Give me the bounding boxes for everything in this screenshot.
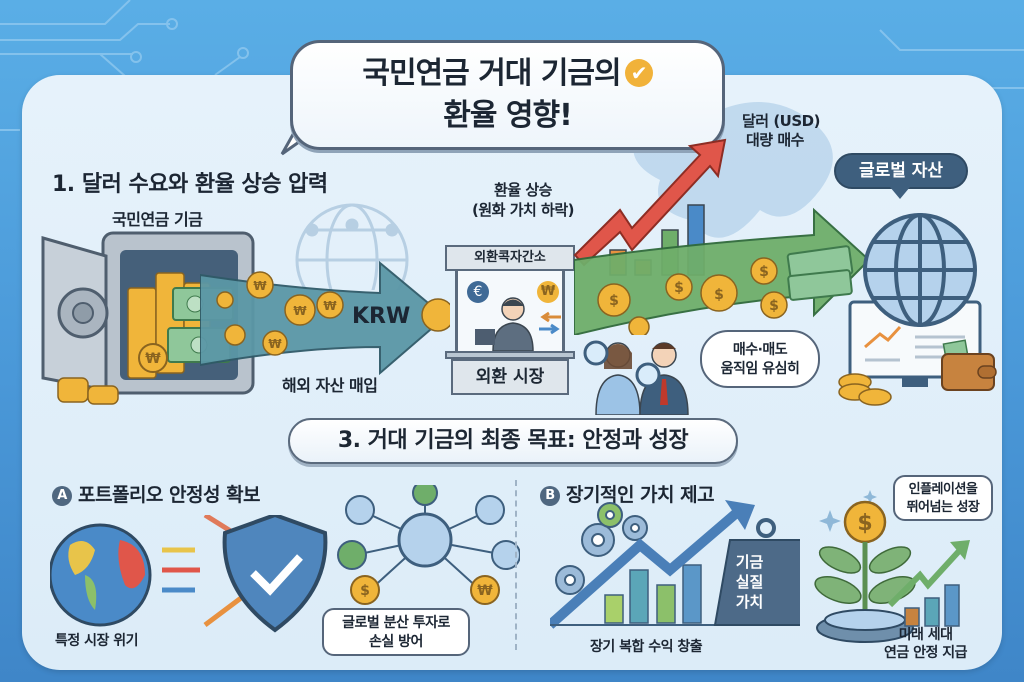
global-assets-pill: 글로벌 자산 <box>834 153 968 189</box>
euro-icon: € <box>467 281 489 303</box>
observer-line1: 매수·매도 <box>732 342 788 358</box>
svg-text:₩: ₩ <box>268 337 282 351</box>
diversify-line2: 손실 방어 <box>369 634 423 650</box>
svg-text:$: $ <box>674 280 684 296</box>
pill-tail <box>890 187 910 199</box>
svg-text:₩: ₩ <box>253 279 267 293</box>
weight-line2: 실질 <box>735 573 764 591</box>
title-bubble: 국민연금 거대 기금의✔ 환율 영향! <box>290 40 725 150</box>
future-pension-label: 미래 세대 연금 안정 지급 <box>884 626 968 662</box>
usd-flow-arrow: $ $ $ $ $ <box>574 207 871 335</box>
booth-sign: 외환콕자간소 <box>445 245 575 271</box>
section3-heading: 3. 거대 기금의 최종 목표: 안정과 성장 <box>288 418 738 464</box>
svg-text:₩: ₩ <box>323 299 337 313</box>
svg-text:₩: ₩ <box>145 351 161 367</box>
usd-purchase-label: 달러 (USD) 대량 매수 <box>742 112 820 150</box>
inflation-line2: 뛰어넘는 성장 <box>906 500 980 515</box>
diversification-network-icon: $₩ <box>337 485 520 605</box>
title-line-1: 국민연금 거대 기금의 <box>362 56 621 91</box>
partA-title: 포트폴리오 안정성 확보 <box>78 484 261 506</box>
svg-text:$: $ <box>759 264 769 280</box>
title-line-2: 환율 영향! <box>443 98 573 133</box>
future-line2: 연금 안정 지급 <box>884 645 968 661</box>
svg-text:₩: ₩ <box>477 583 493 599</box>
usd-line1: 달러 (USD) <box>742 112 820 130</box>
growth-plant-illustration: $ <box>814 490 970 643</box>
long-term-growth-illustration <box>550 500 800 629</box>
inflation-bubble: 인플레이션을 뛰어넘는 성장 <box>893 475 993 521</box>
section-divider <box>515 480 517 650</box>
won-bubble-icon: ₩ <box>537 281 559 303</box>
diversify-bubble: 글로벌 분산 투자로 손실 방어 <box>322 608 470 656</box>
observer-thought-bubble: 매수·매도 움직임 유심히 <box>700 330 820 388</box>
diversify-line1: 글로벌 분산 투자로 <box>342 615 450 631</box>
forex-market-label: 외환 시장 <box>451 359 569 395</box>
rate-rise-label: 환율 상승 (원화 가치 하락) <box>448 180 598 220</box>
usd-line2: 대량 매수 <box>746 131 804 149</box>
svg-text:$: $ <box>360 583 370 599</box>
future-line1: 미래 세대 <box>898 627 953 643</box>
compound-return-label: 장기 복합 수익 창출 <box>590 639 703 655</box>
partA-badge: A <box>52 486 72 506</box>
check-icon: ✔ <box>624 59 653 87</box>
weight-line1: 기금 <box>735 553 764 571</box>
svg-text:$: $ <box>857 511 872 536</box>
fund-label: 국민연금 기금 <box>112 210 203 229</box>
svg-text:$: $ <box>714 287 724 303</box>
partA-heading: A 포트폴리오 안정성 확보 <box>52 480 261 507</box>
observer-line2: 움직임 유심히 <box>720 361 800 377</box>
weight-line3: 가치 <box>735 593 764 611</box>
svg-text:₩: ₩ <box>293 304 307 318</box>
svg-text:$: $ <box>609 293 619 309</box>
partB-heading: B 장기적인 가치 제고 <box>540 480 715 507</box>
section1-heading: 1. 달러 수요와 환율 상승 압력 <box>52 172 328 197</box>
overseas-purchase-label: 해외 자산 매입 <box>282 376 378 395</box>
rate-rise-line1: 환율 상승 <box>494 181 552 199</box>
network-globe-icon <box>295 203 409 290</box>
global-assets-illustration <box>838 213 997 406</box>
rate-rise-line2: (원화 가치 하락) <box>472 201 574 219</box>
inflation-line1: 인플레이션을 <box>908 482 978 497</box>
fund-real-value-label: 기금 실질 가치 <box>722 552 777 612</box>
crisis-label: 특정 시장 위기 <box>55 633 139 649</box>
exchange-arrows-icon <box>539 311 561 335</box>
portfolio-protection-illustration <box>50 515 328 633</box>
observers-with-magnifiers-icon <box>583 340 689 415</box>
krw-label: KRW <box>352 304 411 329</box>
partB-title: 장기적인 가치 제고 <box>566 484 715 506</box>
svg-text:$: $ <box>769 298 779 314</box>
krw-flow-arrow: ₩ ₩ ₩ ₩ <box>200 260 450 376</box>
exchange-booth: 외환콕자간소 € ₩ 외환 시장 <box>445 245 575 400</box>
teller-person-icon <box>475 297 534 352</box>
partB-badge: B <box>540 486 560 506</box>
